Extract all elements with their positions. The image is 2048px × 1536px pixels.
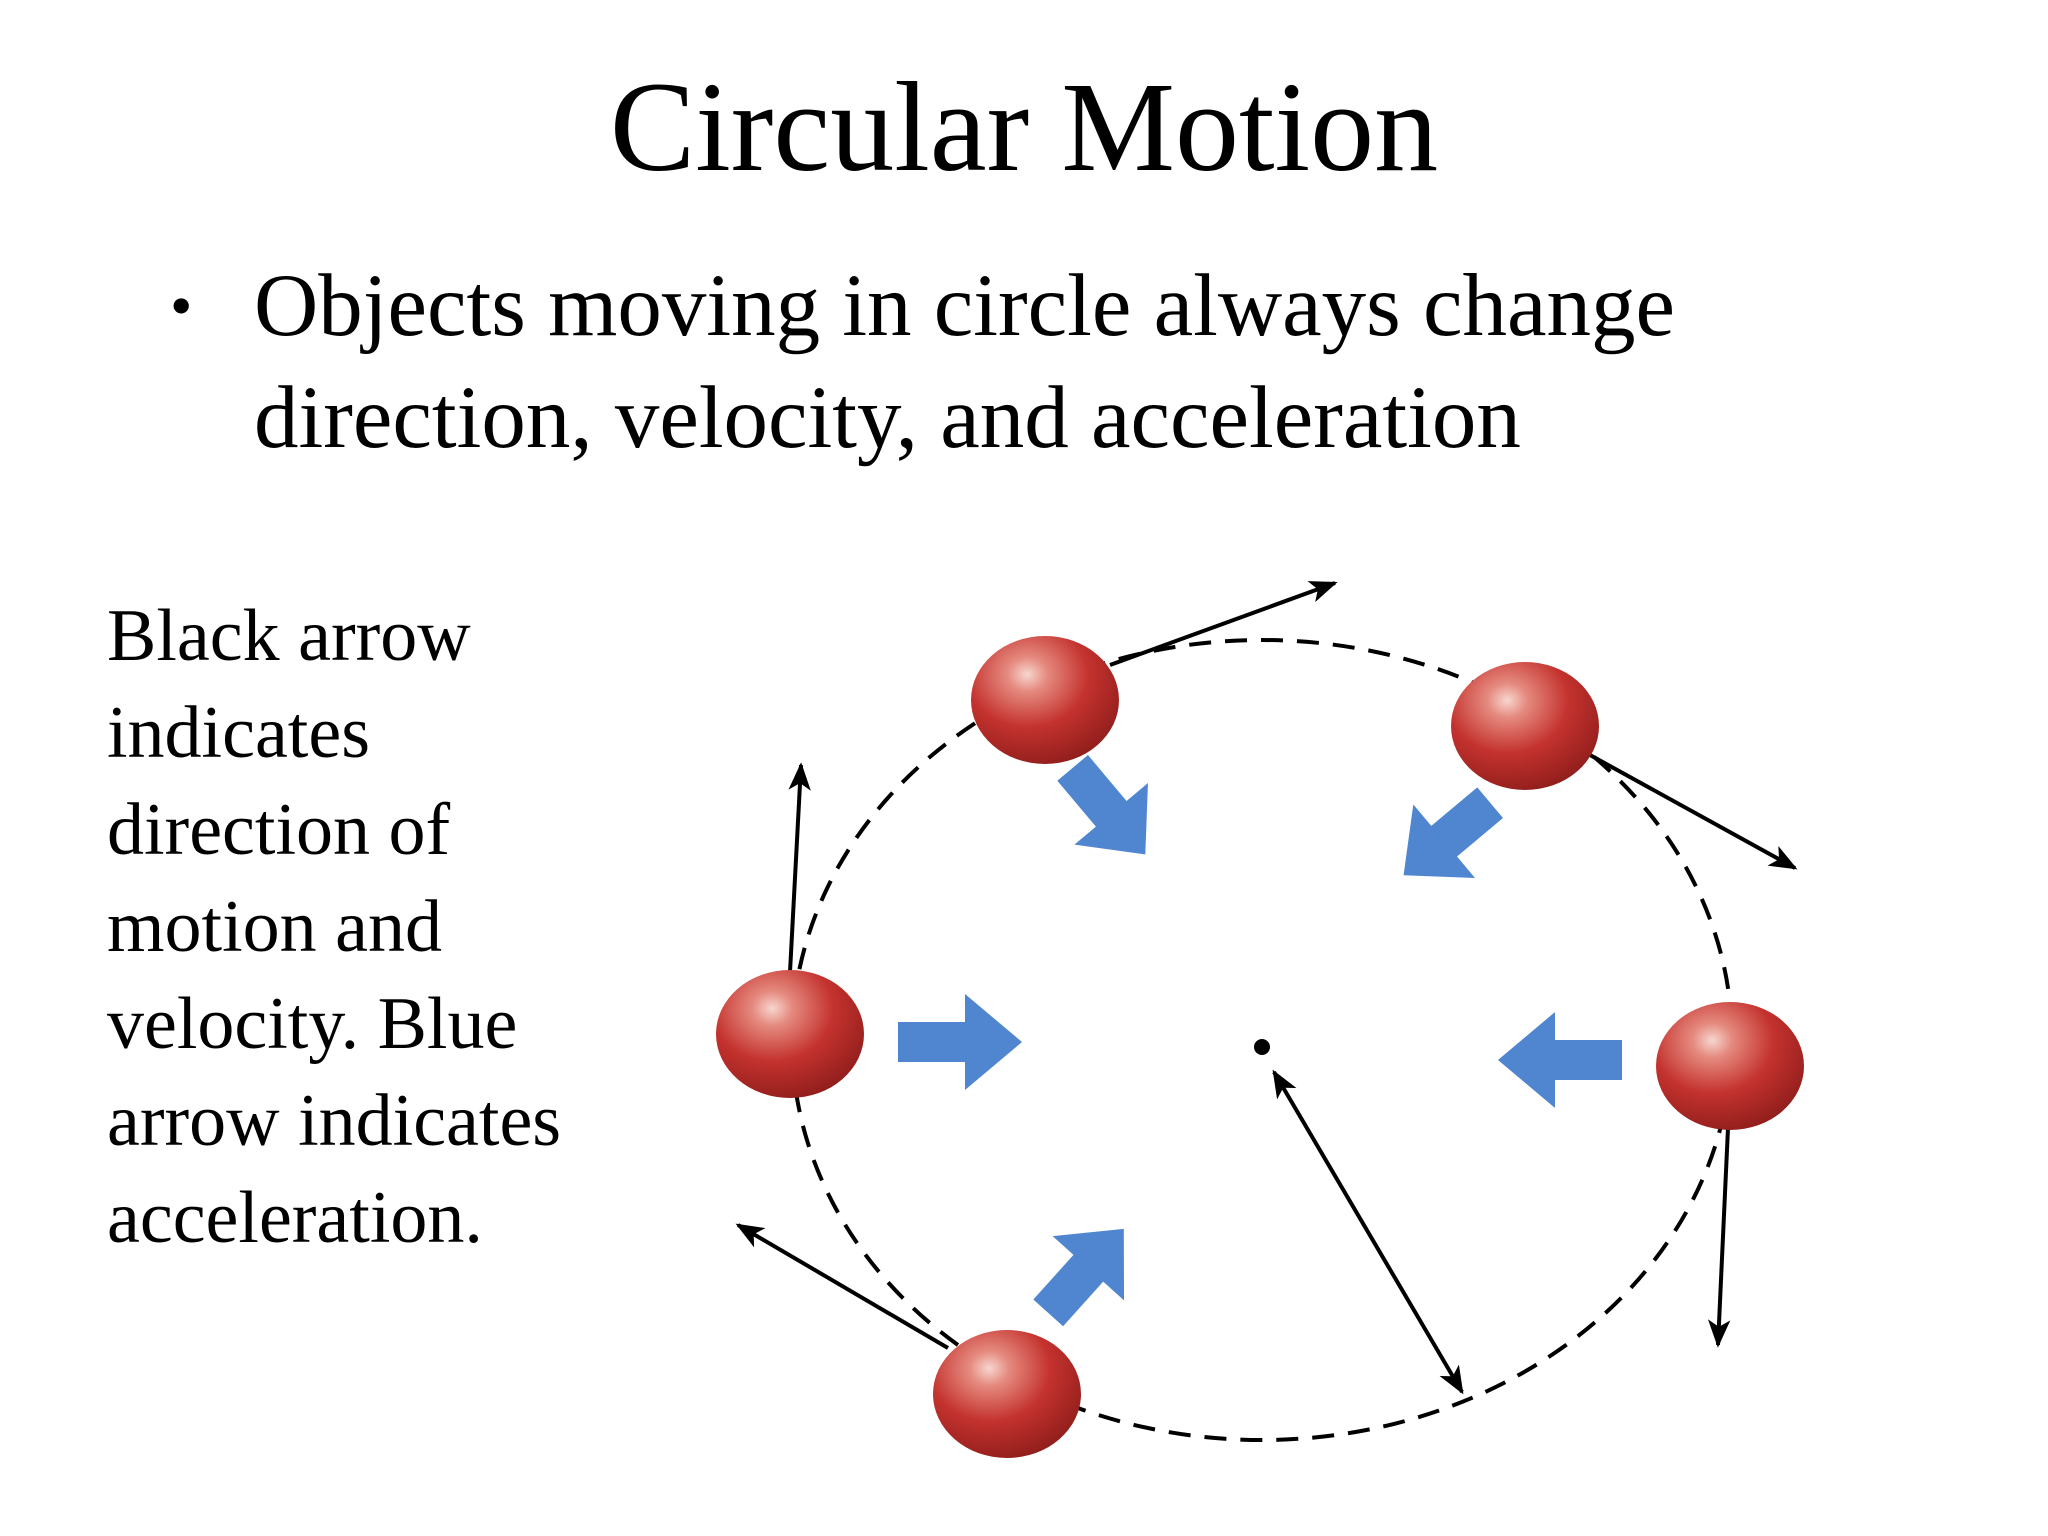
acceleration-arrow-top-left	[1057, 755, 1148, 855]
velocity-arrow-bottom-left	[735, 1223, 950, 1350]
velocity-arrow-right	[1707, 1127, 1731, 1348]
velocity-arrow-top-left	[1109, 581, 1338, 667]
acceleration-arrow-right	[1498, 1012, 1622, 1108]
velocity-arrow-top-right	[1589, 753, 1798, 870]
acceleration-arrow-left	[898, 994, 1022, 1090]
ball-top-left	[971, 636, 1119, 764]
ball-bottom	[933, 1330, 1081, 1458]
bullet-text: Objects moving in circle always change d…	[254, 257, 1676, 467]
center-point	[1254, 1039, 1270, 1055]
side-note: Black arrow indicates direction of motio…	[107, 595, 562, 1259]
ball-right	[1656, 1002, 1804, 1130]
acceleration-arrow-bottom-left	[1033, 1228, 1125, 1327]
ball-left	[716, 970, 864, 1098]
bullet-point: • Objects moving in circle always change…	[170, 250, 1870, 474]
bullet-icon: •	[170, 270, 193, 341]
slide-title: Circular Motion	[609, 56, 1439, 198]
ball-top-right	[1451, 662, 1599, 790]
acceleration-arrow-top-right	[1403, 787, 1503, 878]
velocity-arrow-left	[788, 762, 811, 973]
radius-arrow	[1272, 1069, 1464, 1395]
